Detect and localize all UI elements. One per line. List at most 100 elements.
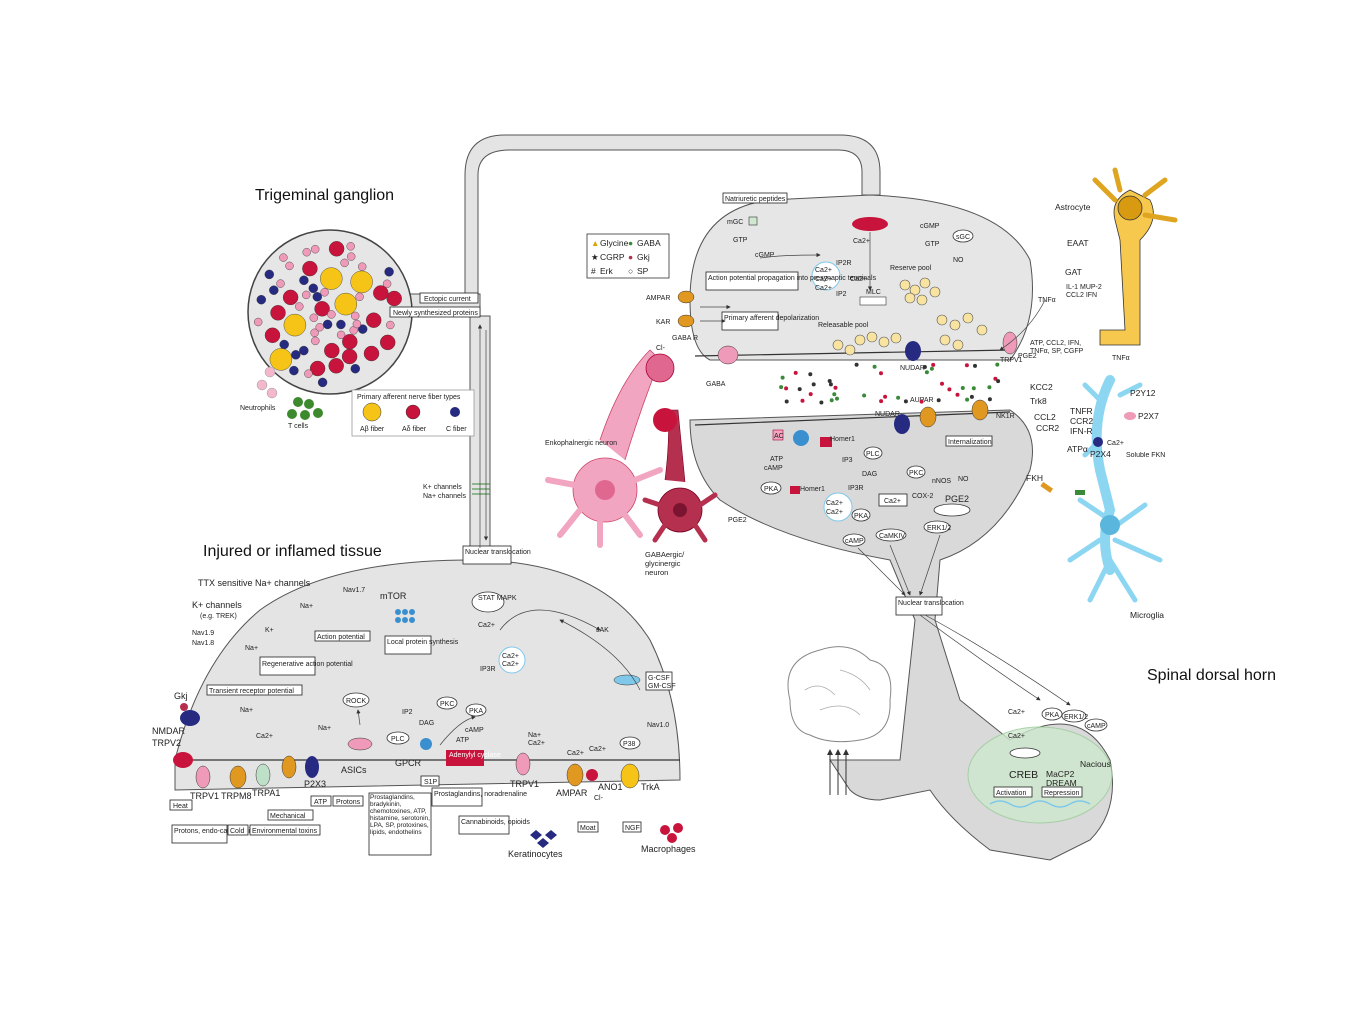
local-protein-label: Local protein synthesis [387,639,459,646]
protons-endo-box [171,824,228,844]
ganglion-soma [314,301,330,317]
cleft-molecule [940,381,944,386]
soluble-wrap: Soluble FKN [1126,452,1165,459]
ip2-label: IP2 [836,291,847,298]
er-store-post [823,492,853,522]
cleft-molecule [811,382,816,387]
p2y12-label: P2Y12 [1130,388,1156,398]
ganglion-soma [355,292,364,301]
cleft-molecule [829,398,834,403]
ganglion-soma [358,262,367,271]
nmdar-channel [180,710,200,726]
ganglion-soma [347,252,356,261]
ganglion-soma [283,313,307,337]
na-plus-top: Na+ [300,603,313,610]
er-store [498,646,526,674]
na-plus-label: Na+ [245,645,258,652]
p2x7-channel [1124,412,1136,420]
title-trigeminal-ganglion: Trigeminal ganglion [255,187,394,204]
keratinocyte-cells [530,830,557,848]
na-channels-label: Na+ channels [423,493,467,500]
newly-synth-label: Newly synthesized proteins [393,310,478,317]
adenylyl-label: Adenylyl cyclase [449,752,501,759]
aupar-channel [919,406,937,428]
legend-sym-0: ▲ [591,238,599,248]
nav19-label: Nav1.9 [192,630,214,637]
nudar-post-channel [894,414,910,434]
trpv1-tissue: TRPV1 [190,791,219,801]
camp-dorsal-label: cAMP [1087,723,1106,730]
homer-2 [790,486,800,494]
atp-box [310,795,332,807]
ano1-channel [586,769,598,781]
ganglion-soma [320,267,343,290]
pka-post-2 [851,508,871,522]
ganglion-soma [350,364,360,374]
cleft-molecule [784,399,789,404]
ganglion-soma [311,336,320,346]
action-potential-label: Action potential [317,634,365,641]
asics-channel [347,737,373,751]
synaptic-vesicle [890,332,902,344]
fiber-legend-title: Primary afferent nerve fiber types [357,394,461,401]
kar-syn: KAR [656,319,670,326]
ganglion-soma [256,295,266,305]
ip2r-label: IP2R [836,260,852,267]
p38-node [619,736,641,750]
ifnr-label: IFN-R [1070,426,1093,436]
channel-icon [472,483,490,495]
presyn-receptor [717,345,739,365]
nuclear-box-syn [895,596,943,616]
moat-label: Moat [580,825,596,832]
ganglion-soma [270,305,286,321]
dag-tissue: DAG [419,720,434,727]
env-box [249,824,321,836]
title-injured-tissue: Injured or inflamed tissue [203,543,382,560]
ganglion-soma [328,241,345,257]
synaptic-vesicle [962,312,974,324]
ganglion-soma [346,242,355,251]
tissue-nerve-terminal [174,559,681,791]
cleft-molecule [879,399,884,404]
cl-syn: Cl- [656,345,666,352]
synaptic-vesicle [904,292,916,304]
central-axon [464,134,881,301]
mechanical-box [267,809,314,821]
ganglion-soma [299,275,309,285]
internal-box [945,435,993,447]
gcsf-box [645,671,673,691]
cytokines-label: IL-1 MUP-2 CCL2 IFN [1066,284,1102,299]
pge2-syn: PGE2 [1018,353,1037,360]
gmcsf-label: GM-CSF [648,683,676,690]
ganglion-soma [315,323,324,332]
gtp-label-2: GTP [925,241,940,248]
trpm8-tissue: TRPM8 [221,791,252,801]
cleft-molecule [828,382,833,387]
fkh-label: FKH [1026,473,1043,483]
ac-label: AC [774,433,784,440]
adenylyl-box [446,750,484,766]
ganglion-soma [304,369,313,378]
p2x7-label: P2X7 [1138,411,1159,421]
synaptic-vesicle [976,324,988,336]
ganglion-soma [327,310,336,319]
synaptic-vesicle [832,339,844,351]
ampar-syn-channel [677,290,695,304]
ganglion-soma [373,285,389,301]
gaba-gly-wrap: GABAergic/ glycinergic neuron [645,550,684,577]
ca2-store-syn-1: Ca2+ [815,267,832,274]
ca2-tissue: Ca2+ [478,622,495,629]
nudar-post: NUDAR [875,411,900,418]
cleft-molecule [965,397,970,402]
gpcr-tissue: GPCR [395,758,422,768]
ap-box [314,630,371,642]
cleft-molecule [835,396,839,401]
nuclear-translocation-tissue: Nuclear translocation [465,549,531,556]
k-plus-label: K+ [265,627,274,634]
ca2-post-2: Ca2+ [826,509,843,516]
ccl2-label: CCL2 [1034,412,1056,422]
mechanical-label: Mechanical [270,813,306,820]
cleft-molecule [964,363,969,368]
cleft-molecule [987,385,992,390]
ca2-post-box [878,493,908,507]
